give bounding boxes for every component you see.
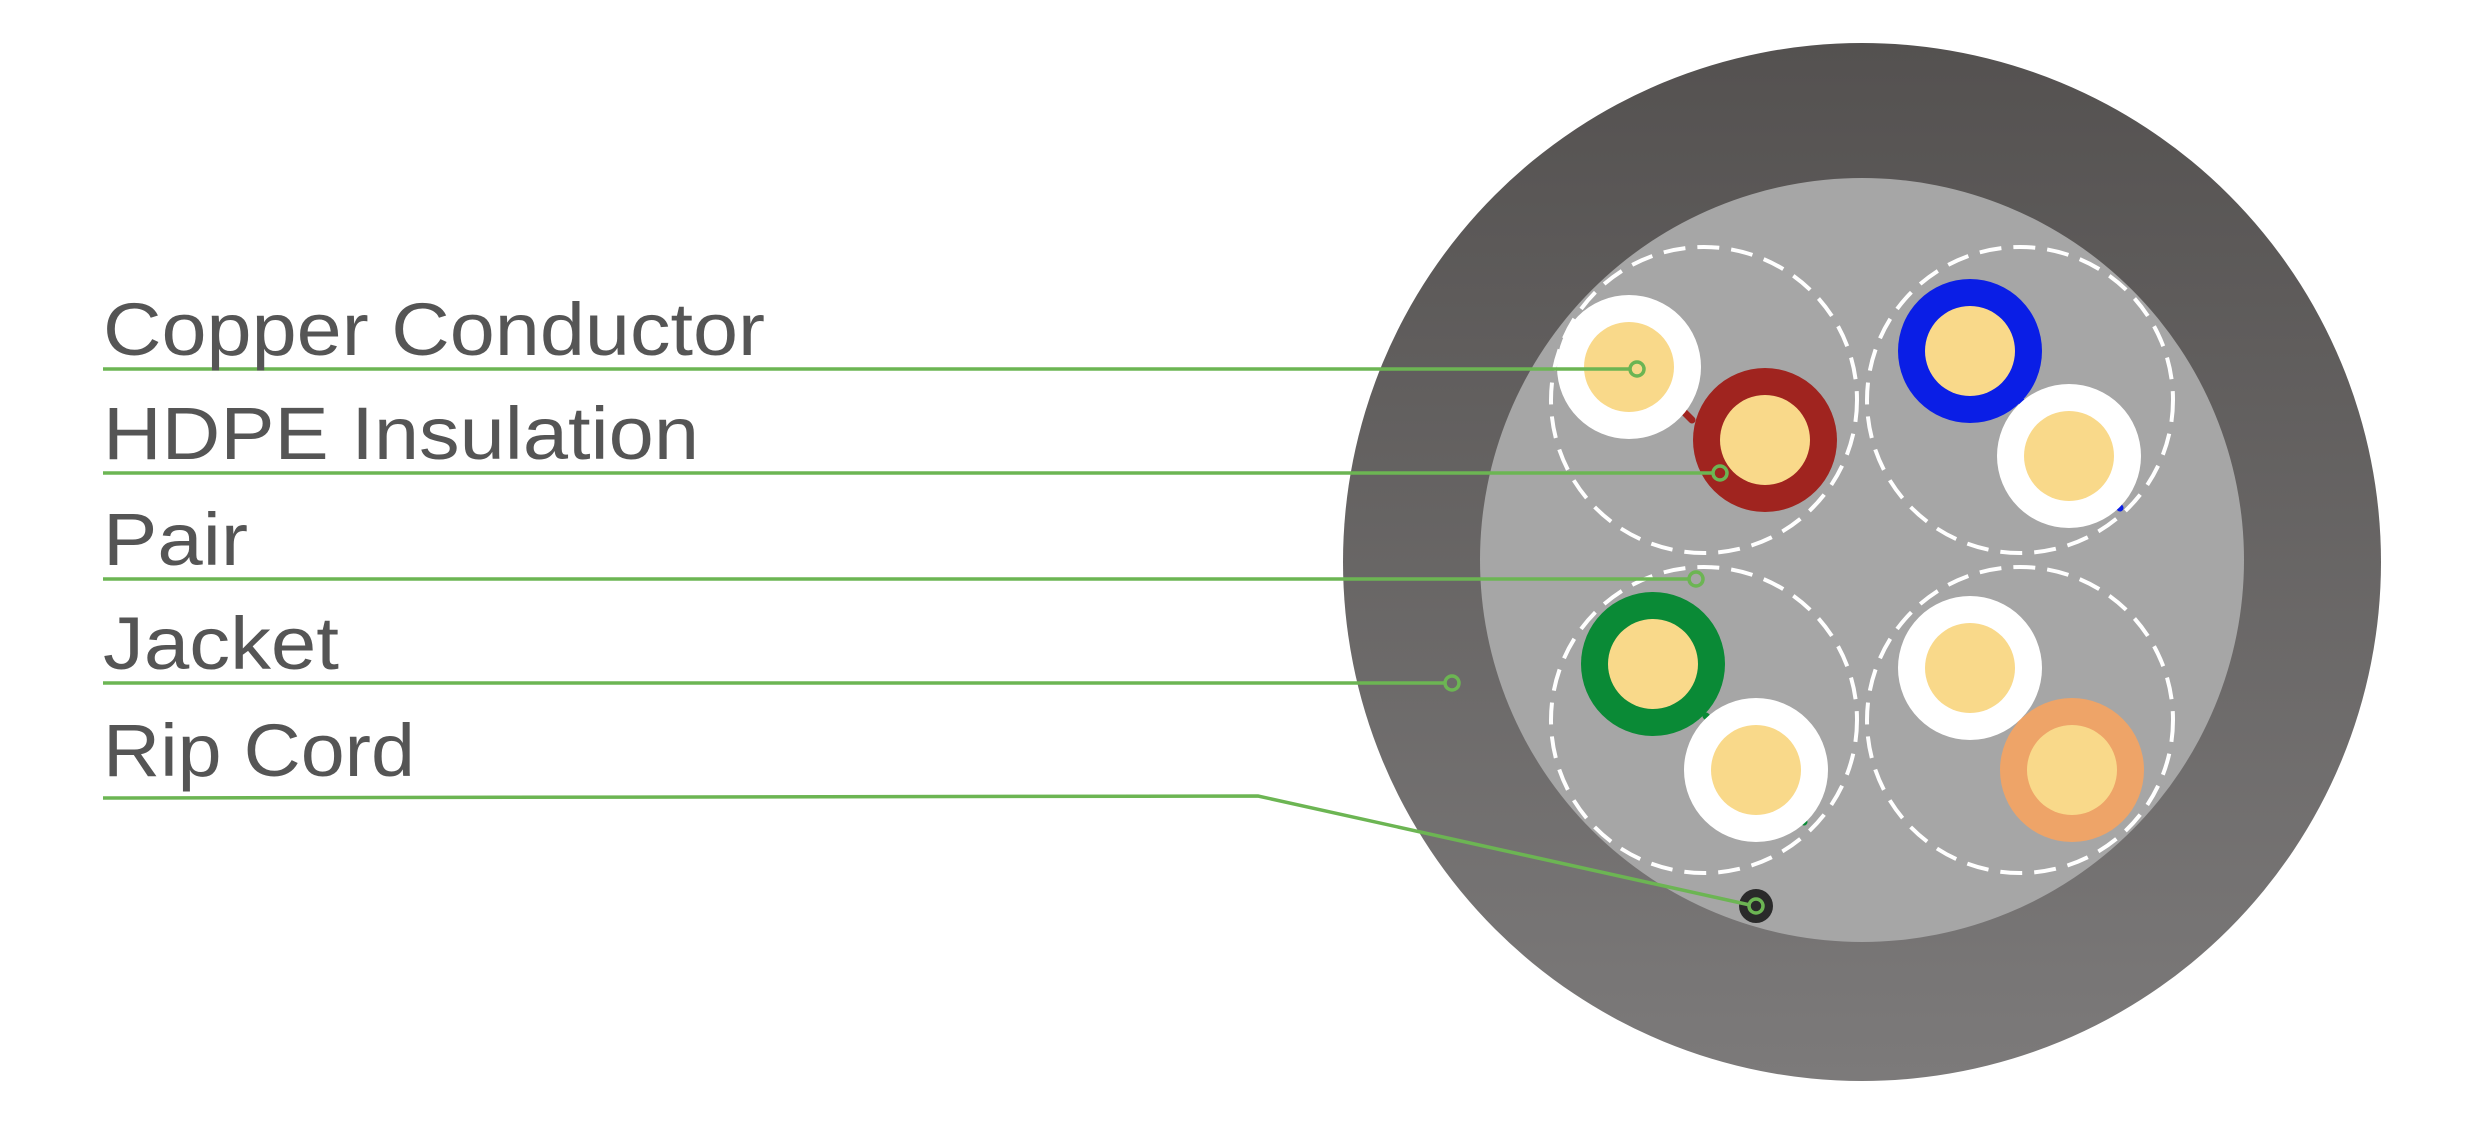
wire-white-orange: [1898, 596, 2042, 740]
leader-dot-copper-conductor: [1628, 360, 1646, 378]
wire-blue: [1898, 279, 2042, 423]
pair-boundary-1: [1549, 245, 1859, 555]
pair-boundary-2: [1865, 245, 2175, 555]
pair-boundary-3: [1549, 565, 1859, 875]
leader-rip-cord: [102, 794, 1751, 907]
wire-brown: [1693, 368, 1837, 512]
leader-dot-pair: [1687, 570, 1705, 588]
wire-white-green: [1684, 698, 1828, 842]
leader-dot-jacket: [1443, 674, 1461, 692]
leader-dot-hdpe-insulation: [1711, 464, 1729, 482]
wire-green: [1581, 592, 1725, 736]
pair-boundary-4: [1865, 565, 2175, 875]
wire-orange: [2000, 698, 2144, 842]
label-jacket: Jacket: [103, 602, 339, 685]
label-rip-cord: Rip Cord: [103, 709, 415, 792]
label-copper-conductor: Copper Conductor: [103, 288, 765, 371]
rip-cord: [1739, 889, 1773, 923]
label-pair: Pair: [103, 498, 248, 581]
leader-dot-rip-cord: [1747, 897, 1765, 915]
wire-white-blue: [1997, 384, 2141, 528]
label-hdpe-insulation: HDPE Insulation: [103, 392, 699, 475]
